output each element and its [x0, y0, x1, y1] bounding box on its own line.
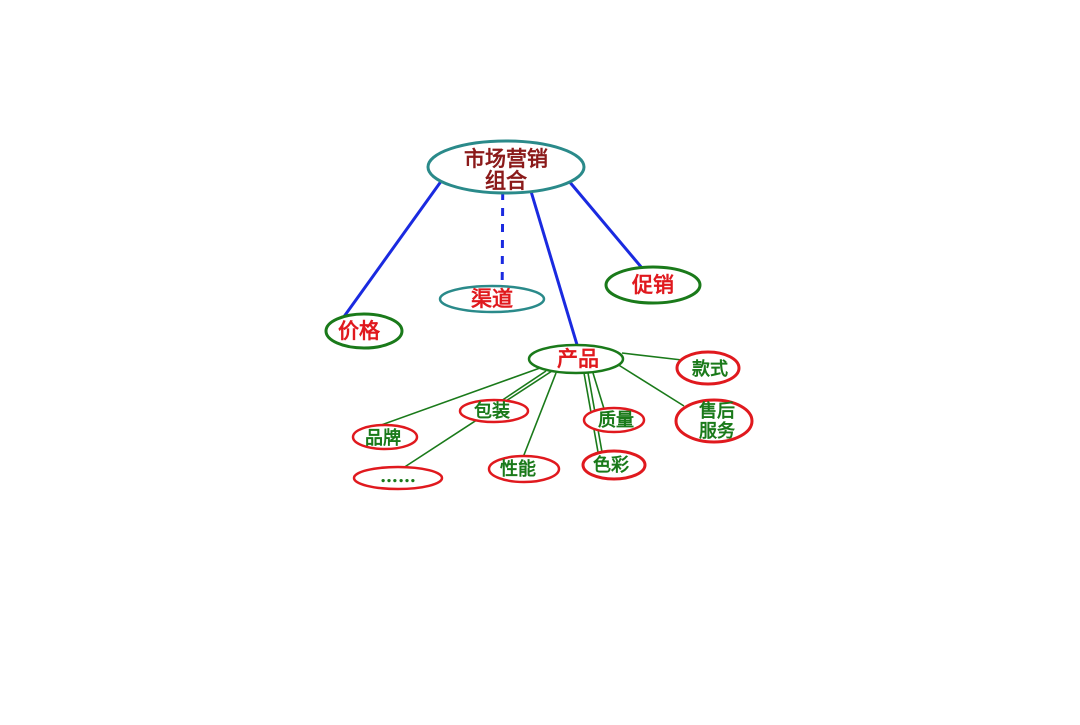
- root-label-line1: 市场营销: [464, 146, 548, 171]
- after-sales-label-line1: 售后: [699, 400, 735, 422]
- root-label-line2: 组合: [485, 168, 528, 193]
- channel-node: 渠道: [438, 284, 546, 314]
- price-label: 价格: [338, 318, 381, 343]
- brand-label: 品牌: [365, 427, 401, 449]
- connector-root-product: [528, 187, 580, 349]
- connector-product-after-sales: [616, 363, 685, 407]
- after-sales-node: 售后 服务: [674, 398, 754, 444]
- brand-node: 品牌: [351, 423, 419, 451]
- after-sales-label-line2: 服务: [699, 420, 736, 442]
- promotion-label: 促销: [631, 272, 674, 297]
- more-node: ……: [352, 465, 444, 491]
- more-label: ……: [380, 466, 416, 487]
- packaging-node: 包装: [458, 398, 530, 424]
- connector-product-brand: [369, 367, 541, 430]
- performance-label: 性能: [500, 458, 536, 480]
- performance-node: 性能: [487, 454, 561, 484]
- product-node: 产品: [527, 343, 625, 375]
- connector-product-quality: [592, 372, 606, 413]
- connector-root-promotion: [566, 179, 644, 269]
- quality-label: 质量: [598, 409, 634, 431]
- root-node: 市场营销 组合: [426, 139, 586, 195]
- channel-label: 渠道: [471, 286, 513, 311]
- style-node: 款式: [675, 350, 741, 386]
- product-label: 产品: [557, 346, 599, 371]
- price-node: 价格: [324, 312, 404, 350]
- connector-root-channel: [500, 143, 505, 315]
- connector-product-performance: [521, 372, 557, 461]
- promotion-node: 促销: [604, 265, 702, 305]
- color-label: 色彩: [593, 454, 629, 476]
- connector-root-price: [341, 179, 444, 319]
- packaging-label: 包装: [474, 400, 510, 422]
- connector-product-packaging: [497, 370, 547, 404]
- connector-product-style: [621, 352, 683, 361]
- style-label: 款式: [692, 358, 728, 380]
- quality-node: 质量: [582, 406, 646, 434]
- color-node: 色彩: [581, 449, 647, 481]
